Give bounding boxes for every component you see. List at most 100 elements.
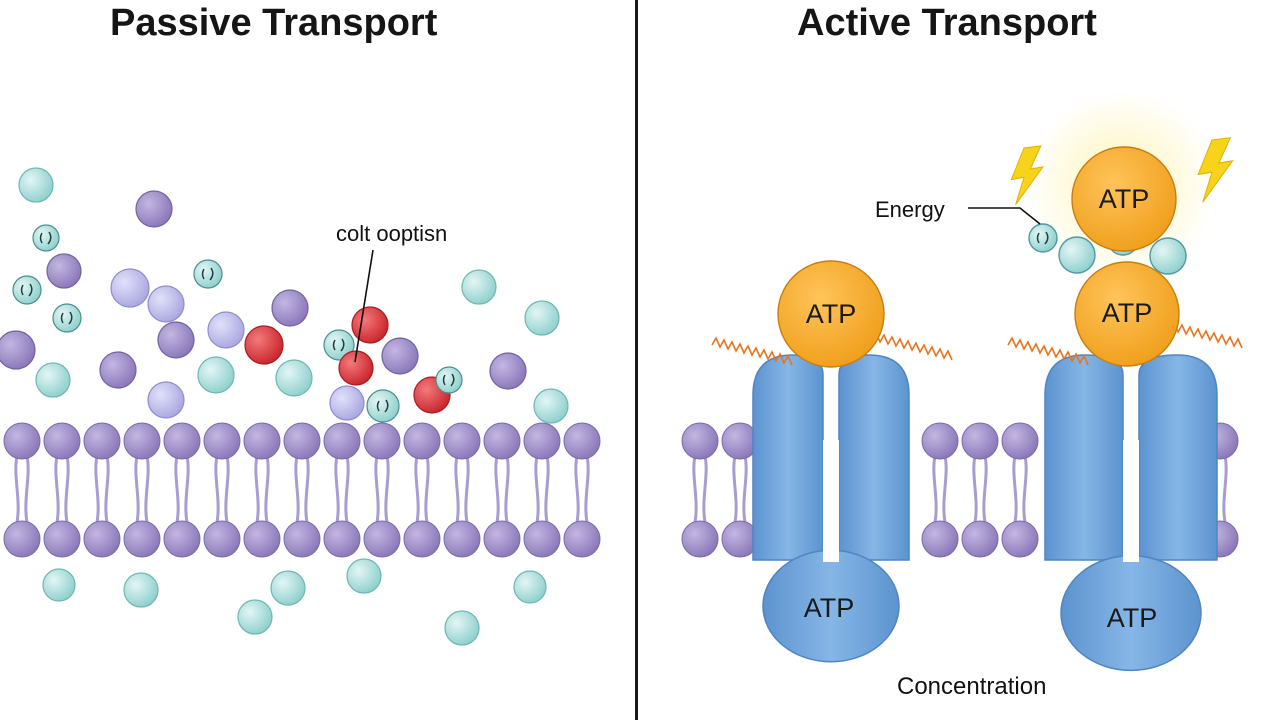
lipid-tail	[334, 455, 340, 523]
atp-molecule	[1074, 261, 1180, 367]
atp-label: ATP	[1099, 184, 1150, 214]
transport-protein-pillar	[1138, 354, 1218, 561]
atp-label: ATP	[806, 299, 857, 329]
lipid-tail	[972, 455, 978, 523]
callout-line	[354, 249, 374, 363]
panel-divider	[635, 0, 638, 720]
lipid-head	[83, 422, 121, 460]
lipid-tail	[374, 455, 380, 523]
lipid-head	[363, 422, 401, 460]
purple-molecule	[271, 289, 309, 327]
lipid-tail	[932, 455, 938, 523]
purple-molecule	[46, 253, 82, 289]
teal-molecule	[52, 303, 82, 333]
purple-molecule	[135, 190, 173, 228]
lipid-tail	[424, 455, 430, 523]
lipid-tail	[384, 455, 390, 523]
lightning-bolt-icon	[1197, 137, 1234, 203]
lipid-tail	[494, 455, 500, 523]
energy-squiggle	[711, 336, 793, 366]
teal-molecule	[366, 389, 400, 423]
lipid-tail	[254, 455, 260, 523]
teal-molecule	[323, 329, 355, 361]
molecules-group	[0, 167, 569, 646]
lipid-tail	[54, 455, 60, 523]
lipid-head	[1001, 422, 1039, 460]
callout-label: colt ooptisn	[336, 221, 447, 246]
red-molecule	[244, 325, 284, 365]
lipid-head	[483, 422, 521, 460]
molecule-glyph	[20, 283, 33, 297]
lipid-tail	[304, 455, 310, 523]
lipid-head	[483, 520, 521, 558]
lipid-tail	[144, 455, 150, 523]
lavender-molecule	[329, 385, 365, 421]
lipid-tail	[24, 455, 30, 523]
lipid-head	[43, 520, 81, 558]
lipid-head	[43, 422, 81, 460]
molecule-glyph	[39, 231, 52, 245]
lipid-tail	[742, 455, 748, 523]
lipid-head	[563, 520, 601, 558]
lightning-bolt-icon	[1010, 145, 1045, 205]
lipid-tail	[214, 455, 220, 523]
lavender-molecule	[110, 268, 150, 308]
lipid-head	[323, 520, 361, 558]
lipid-tail	[174, 455, 180, 523]
lipid-tail	[1022, 455, 1028, 523]
lipid-head	[283, 520, 321, 558]
lipid-head	[323, 422, 361, 460]
teal-molecule	[513, 570, 547, 604]
lipid-head	[203, 520, 241, 558]
teal-molecule	[42, 568, 76, 602]
molecule-glyph	[201, 267, 214, 281]
lipid-head	[123, 422, 161, 460]
lipid-tail	[454, 455, 460, 523]
lipid-head	[523, 520, 561, 558]
lipid-head	[3, 520, 41, 558]
lipid-tail	[702, 455, 708, 523]
energy-squiggle	[871, 331, 953, 361]
lipid-head	[443, 520, 481, 558]
lipid-head	[3, 422, 41, 460]
purple-molecule	[99, 351, 137, 389]
transport-protein-pillar	[838, 354, 910, 561]
lipid-head	[681, 422, 719, 460]
lipid-head	[961, 422, 999, 460]
lipid-tail	[574, 455, 580, 523]
molecule-glyph	[442, 373, 455, 387]
transport-protein-pillar	[1044, 354, 1124, 561]
lipid-tail	[692, 455, 698, 523]
lipid-tail	[264, 455, 270, 523]
purple-molecule	[489, 352, 527, 390]
purple-molecule	[157, 321, 195, 359]
lipid-head	[1001, 520, 1039, 558]
lipid-head	[443, 422, 481, 460]
teal-molecule	[461, 269, 497, 305]
teal-molecule	[1058, 236, 1096, 274]
molecule-glyph	[376, 399, 389, 413]
teal-molecule	[193, 259, 223, 289]
concentration-label: Concentration	[897, 673, 1046, 700]
teal-molecule	[32, 224, 60, 252]
lipid-head	[363, 520, 401, 558]
energy-leader-line	[968, 207, 1041, 225]
teal-molecule	[123, 572, 159, 608]
lipid-tail	[134, 455, 140, 523]
lipid-head	[921, 422, 959, 460]
lavender-molecule	[207, 311, 245, 349]
molecule-glyph	[60, 311, 73, 325]
lipid-tail	[344, 455, 350, 523]
lipid-head	[681, 520, 719, 558]
teal-molecule	[1028, 223, 1058, 253]
lipid-tail	[534, 455, 540, 523]
atp-label: ATP	[1102, 298, 1153, 328]
energy-squiggle	[1169, 321, 1243, 349]
lipid-tail	[544, 455, 550, 523]
lipid-tail	[732, 455, 738, 523]
transport-protein-pillar	[752, 354, 824, 561]
lipid-tail	[1012, 455, 1018, 523]
